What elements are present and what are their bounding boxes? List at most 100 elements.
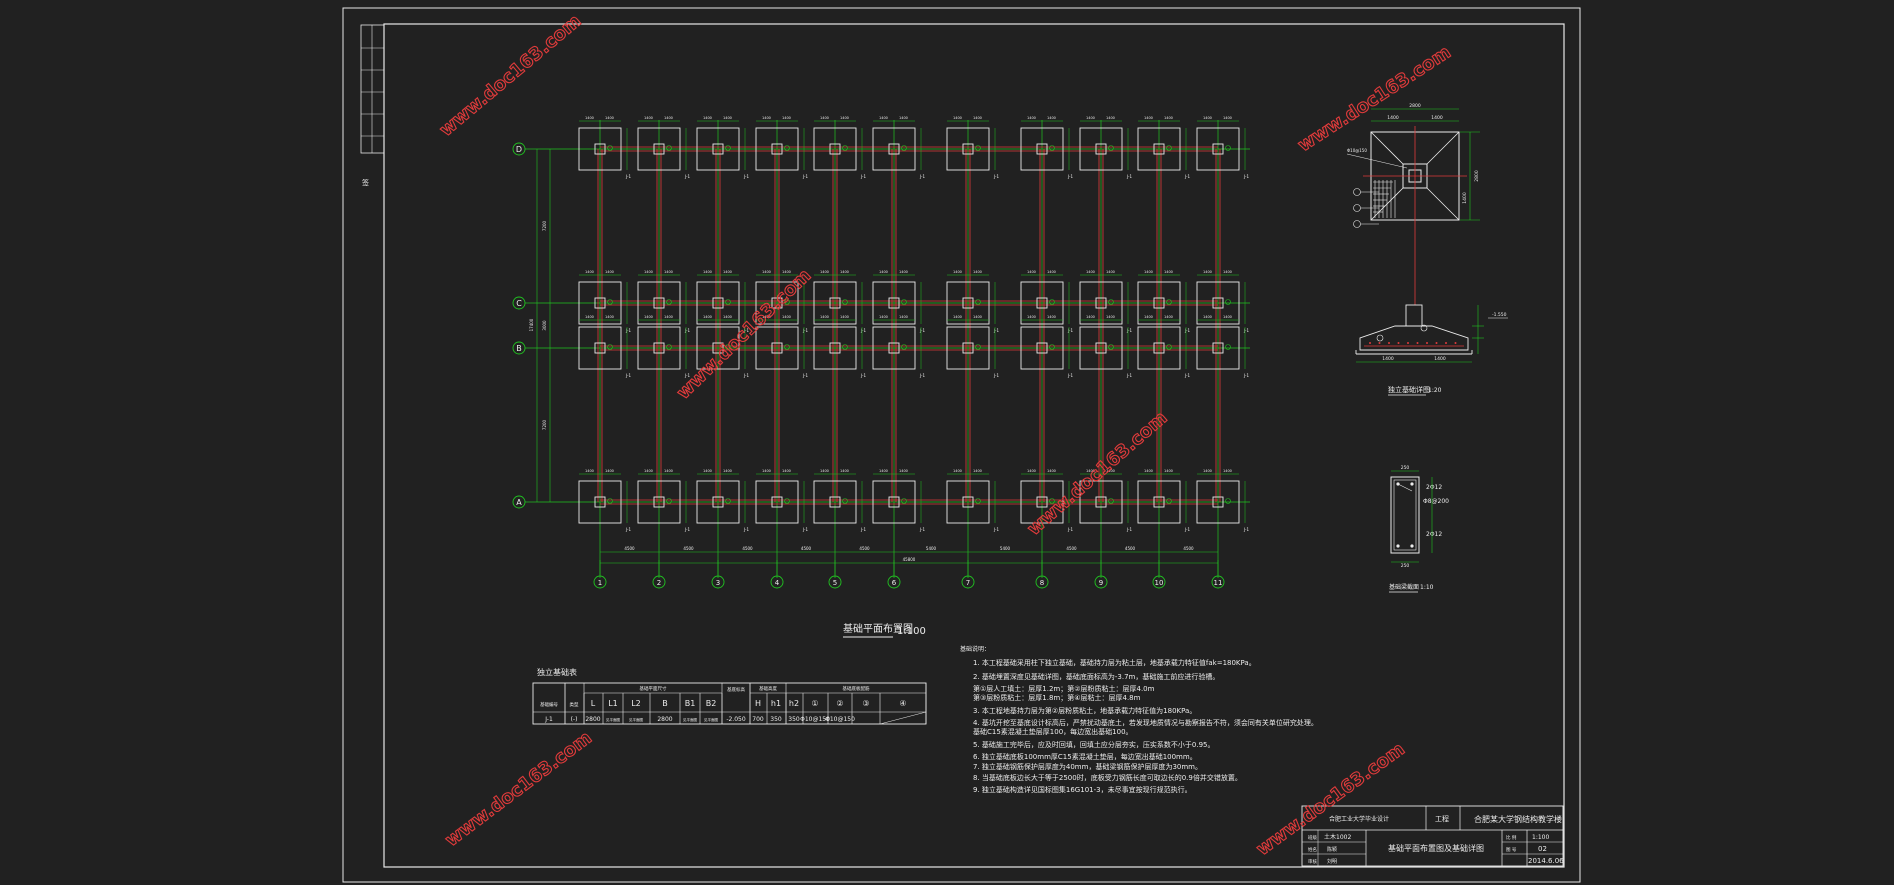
footing-label: J-1 [1126,328,1132,333]
footing-outline [637,281,681,325]
section-dim: 1400 [1434,356,1446,362]
footing-outline [696,127,740,171]
title-block-student-label: 姓名 [1308,846,1317,853]
footing-marker [666,344,672,350]
footing-dim-text: 1400 [585,116,594,120]
footing-dim-text: 1400 [953,116,962,120]
footing-outline [578,480,622,524]
footing-label: J-1 [625,174,631,179]
footing-label: J-1 [743,373,749,378]
footing-dim-text: 1400 [1106,116,1115,120]
table-header-cell: B2 [706,699,717,708]
bay-dim: 4500 [624,546,635,551]
section-rebar-dot [1416,342,1419,344]
axis-label-6: 6 [892,579,897,587]
inner-frame [383,23,1565,868]
footing-dim-text: 1400 [762,116,771,120]
footing-label: J-1 [1243,174,1249,179]
footing-dim-text: 1400 [840,116,849,120]
table-group-elev: 基底标高 [727,686,745,693]
footing-dim-text: 1400 [782,469,791,473]
axis-label-9: 9 [1099,579,1103,587]
title-block-frame [1301,805,1564,867]
footing-label: J-1 [993,527,999,532]
footing-marker [1108,498,1114,504]
beam-bottom-rebar: 2Φ12 [1426,531,1442,538]
title-block-school: 合肥工业大学毕业设计 [1329,815,1389,823]
column-pedestal [1212,143,1224,155]
column-pedestal [1036,342,1048,354]
detail-rebar-label: Φ10@150 [1347,148,1367,153]
detail-half-dim: 1400 [1387,115,1399,121]
column-pedestal [771,297,783,309]
title-block-reviewer: 刘明 [1327,858,1337,865]
footing-dim-text: 1400 [782,116,791,120]
footing-label: J-1 [1126,174,1132,179]
axis-label-7: 7 [966,579,970,587]
footing-dim-text: 1400 [1047,270,1056,274]
notes-title: 基础说明： [960,645,990,653]
section-callout [1420,324,1428,332]
detail-side-half-dim: 1400 [1462,192,1468,204]
note-line: 8. 当基础底板边长大于等于2500时，底板受力钢筋长度可取边长的0.9倍并交错… [973,773,1242,782]
footing-dim-text: 1400 [1223,270,1232,274]
footing-label: J-1 [1184,527,1190,532]
column-pedestal [1095,143,1107,155]
foundation-notes: 基础说明： 1. 本工程基础采用柱下独立基础，基础持力层为粘土层，地基承载力特征… [960,645,1318,794]
column-pedestal [653,342,665,354]
column-pedestal [712,496,724,508]
table-row-cell: 见平面图 [704,717,718,722]
footing-label: J-1 [802,174,808,179]
footing-dim-text: 1400 [899,315,908,319]
bay-dim: 4500 [742,546,753,551]
footing-outline [1020,127,1064,171]
title-block-class-label: 班级 [1308,834,1317,841]
footing-dim-text: 1400 [899,469,908,473]
footing-dim-text: 1400 [1144,469,1153,473]
footing-dim-text: 1400 [820,315,829,319]
footing-marker [901,299,907,305]
column-pedestal [1212,297,1224,309]
table-header-cell: 类型 [570,701,579,708]
footing-dim-text: 1400 [762,270,771,274]
footing-label: J-1 [625,328,631,333]
note-line: 4. 基坑开挖至基底设计标高后，严禁扰动基底土，若发现地质情况与勘察报告不符，须… [973,718,1318,727]
axis-bubble-11 [1211,575,1225,589]
footing-outline [1020,326,1064,370]
footing-dim-text: 1400 [820,469,829,473]
footing-marker [1108,145,1114,151]
note-line: 基础C15素混凝土垫层厚100，每边宽出基础100。 [973,727,1133,736]
footing-dim-text: 1400 [1027,469,1036,473]
footing-marker [1108,344,1114,350]
table-header-cell: ③ [862,699,869,708]
footing-outline [1079,127,1123,171]
axis-label-C: C [516,299,522,308]
footing-dim-text: 1400 [1086,469,1095,473]
footing-marker [1225,145,1231,151]
footing-marker [725,498,731,504]
table-row-cell: Φ10@150 [825,716,855,723]
bay-dim: 5400 [1000,546,1011,551]
footing-outline [946,127,990,171]
bay-dim: 4500 [859,546,870,551]
axis-bubble-2 [652,575,666,589]
column-pedestal [712,143,724,155]
note-line: 5. 基础施工完毕后，应及时回填，回填土应分层夯实，压实系数不小于0.95。 [973,740,1215,749]
column-pedestal [712,342,724,354]
footing-dim-text: 1400 [820,270,829,274]
axis-label-11: 11 [1214,579,1223,587]
